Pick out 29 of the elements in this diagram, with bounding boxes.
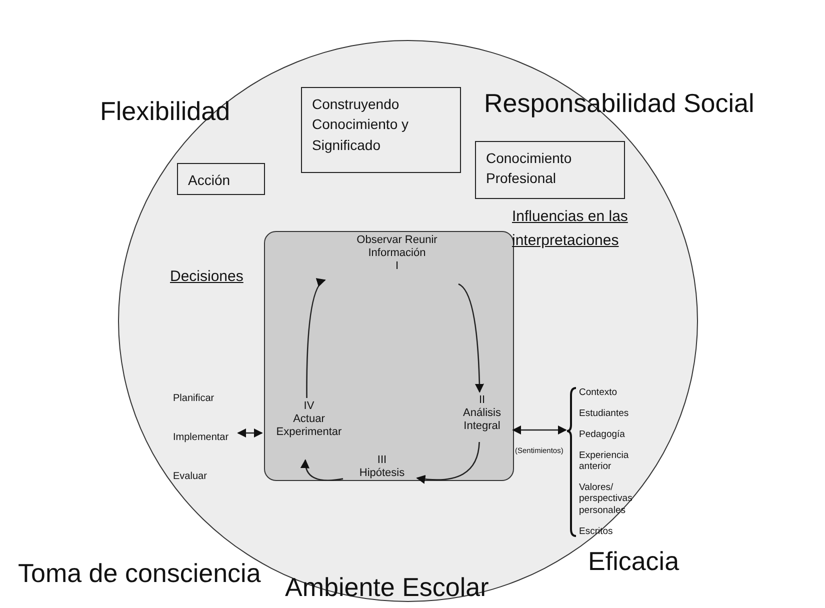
stage-label: Actuar Experimentar [275, 413, 343, 440]
list-item: Experiencia anterior [579, 450, 630, 472]
theme-label: Toma de consciencia [18, 558, 261, 589]
list-item: Implementar [173, 432, 230, 444]
stage-number: II [478, 394, 486, 408]
section-heading: Decisiones [170, 268, 244, 285]
arrow [416, 442, 480, 484]
list-item: Estudiantes [579, 408, 630, 420]
section-heading: Influencias en las interpretaciones [512, 207, 629, 251]
stage-number: III [376, 454, 388, 468]
list-item: Evaluar [173, 471, 208, 483]
concept-box: Construyendo Conocimiento y Significado [301, 87, 461, 173]
list-item: Pedagogía [579, 428, 626, 440]
arrow [512, 425, 567, 435]
concept-box: Conocimiento Profesional [475, 141, 625, 199]
concept-box: Acción [177, 163, 265, 195]
stage-number: IV [302, 400, 316, 414]
arrow [237, 428, 263, 438]
arrow [458, 283, 484, 393]
list-item: Planificar [173, 393, 216, 405]
stage-label: Análisis Integral [462, 407, 502, 434]
arrow [306, 279, 326, 398]
list-item: Contexto [579, 387, 618, 398]
theme-label: Eficacia [588, 546, 680, 577]
shaded-panel [264, 231, 514, 481]
stage-number: I [394, 260, 400, 274]
stage-label: Observar Reunir Información [356, 234, 438, 260]
arrow [300, 459, 344, 481]
stage-label: Hipótesis [358, 467, 406, 480]
